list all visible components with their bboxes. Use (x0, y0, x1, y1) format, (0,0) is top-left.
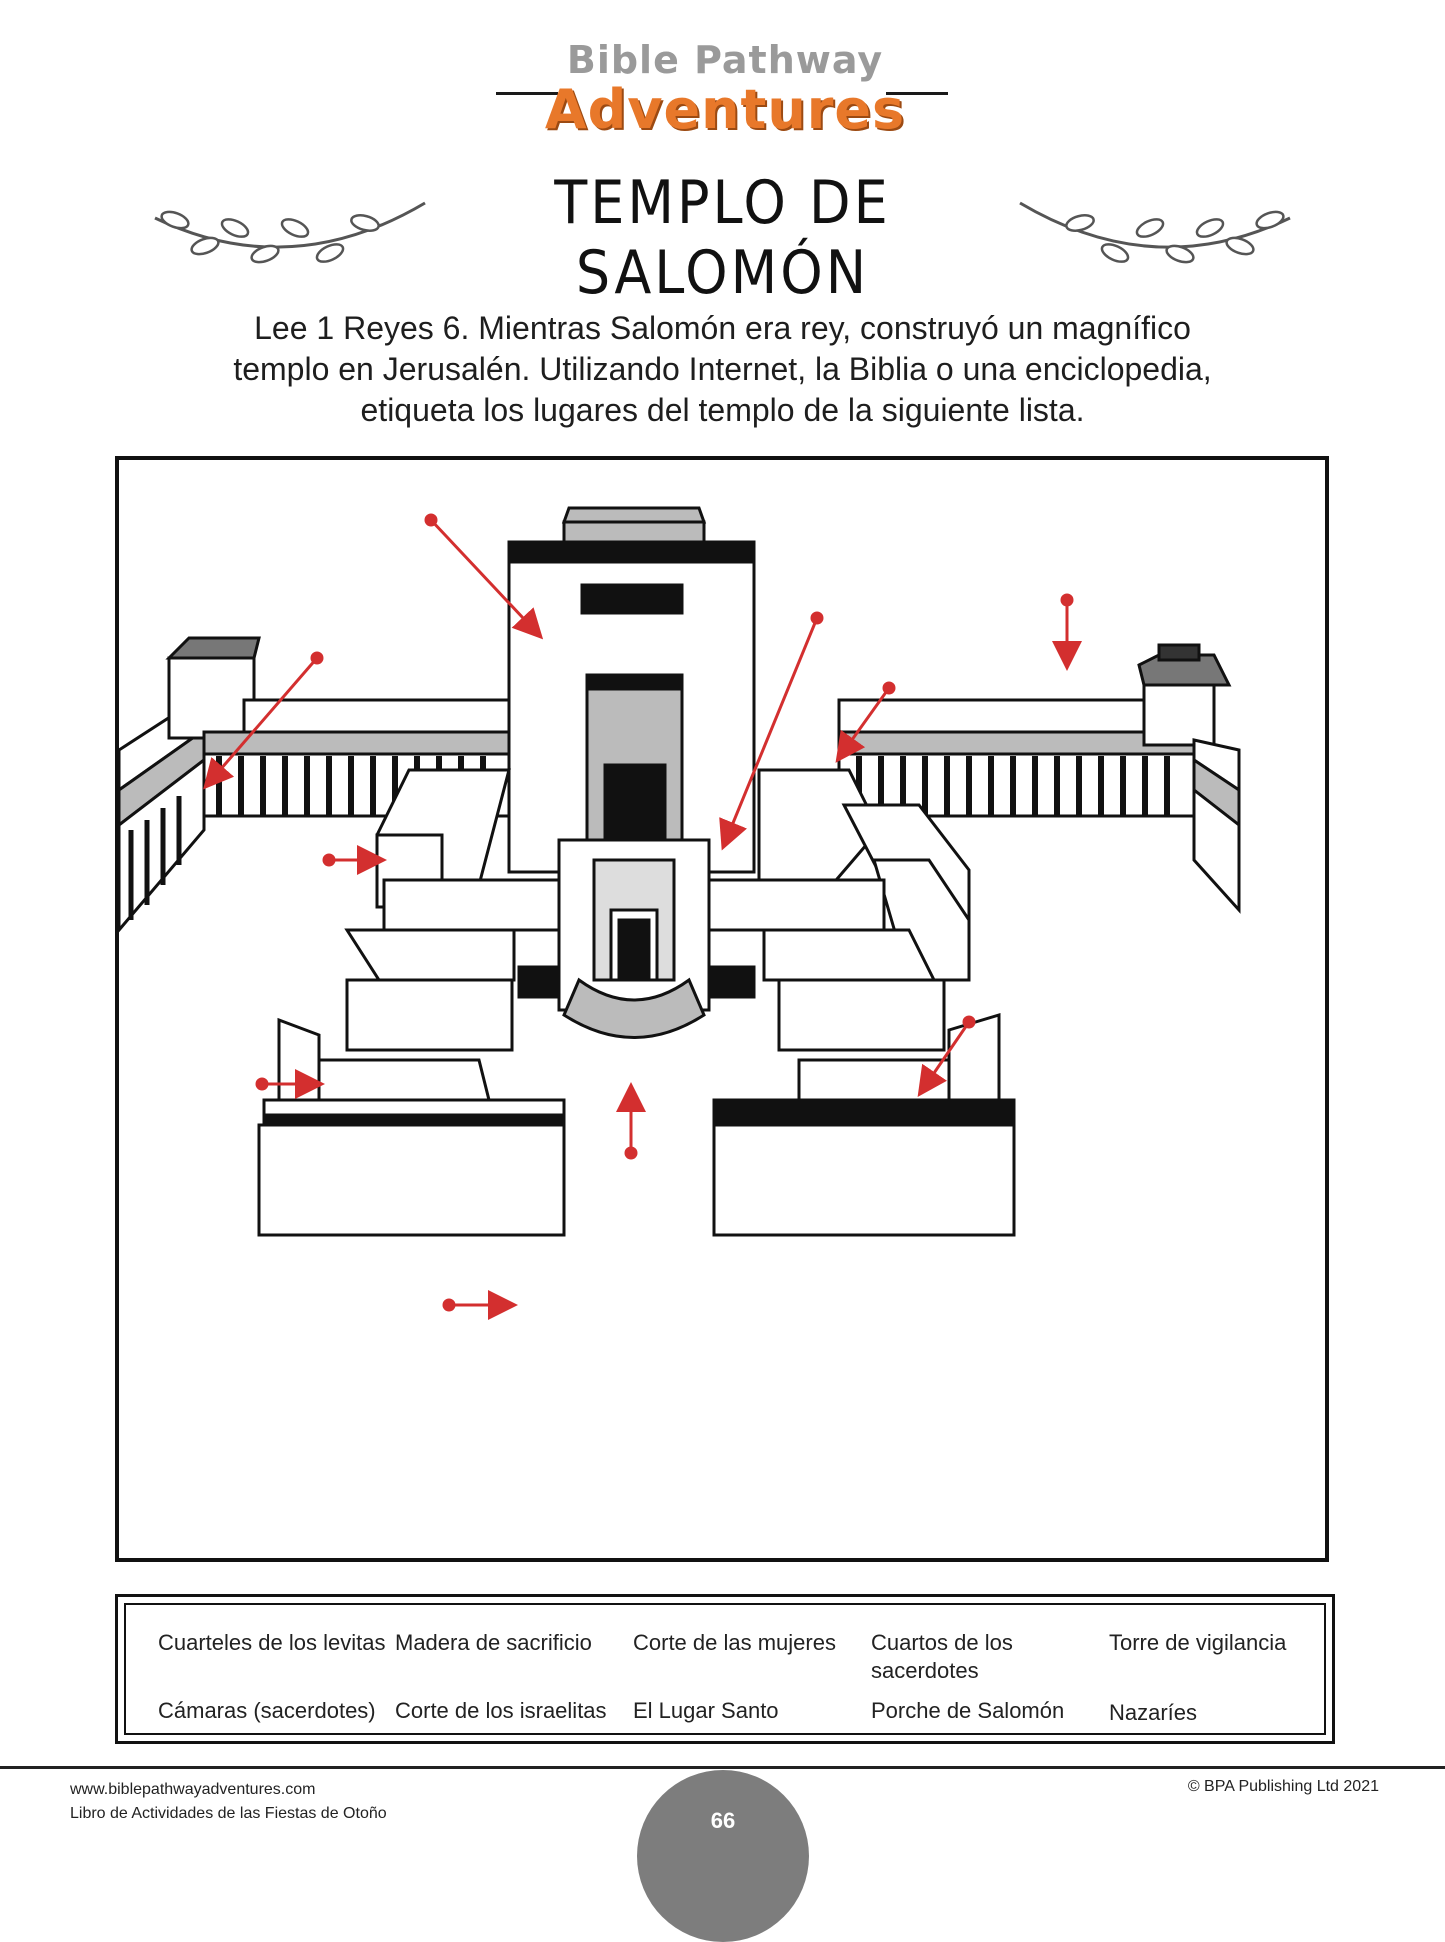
word-bank-item: Torre de vigilancia (1109, 1630, 1287, 1655)
instructions-line: Lee 1 Reyes 6. Mientras Salomón era rey,… (254, 310, 1191, 346)
word-bank-item: Corte de las mujeres (633, 1630, 836, 1655)
footer-rule (0, 1766, 1445, 1769)
left-vine-decoration (154, 201, 426, 264)
footer-left: www.biblepathwayadventures.com Libro de … (70, 1778, 387, 1826)
temple-illustration (119, 506, 1241, 1320)
word-bank-item: Cuartos de los sacerdotes (871, 1630, 1013, 1683)
word-bank-item: El Lugar Santo (633, 1698, 779, 1723)
footer-copyright: © BPA Publishing Ltd 2021 (1187, 1778, 1379, 1795)
right-vine-decoration (1019, 201, 1291, 264)
word-bank: Cuarteles de los levitas Madera de sacri… (115, 1594, 1335, 1744)
logo: Bible Pathway Adventures (490, 30, 960, 141)
temple-illustration-frame (115, 456, 1329, 1562)
logo-left-rule (496, 92, 558, 95)
word-bank-item: Porche de Salomón (871, 1698, 1065, 1723)
instructions-line: etiqueta los lugares del templo de la si… (360, 392, 1085, 428)
word-bank-item: Corte de los israelitas (395, 1698, 607, 1723)
word-bank-item: Cámaras (sacerdotes) (158, 1698, 376, 1723)
word-bank-inner-border (124, 1603, 1326, 1735)
instructions-line: templo en Jerusalén. Utilizando Internet… (233, 351, 1212, 387)
page-number-badge: 66 (637, 1770, 809, 1942)
footer-url: www.biblepathwayadventures.com (70, 1781, 316, 1798)
logo-top-text: Bible Pathway (566, 38, 884, 82)
instructions: Lee 1 Reyes 6. Mientras Salomón era rey,… (180, 308, 1265, 431)
word-bank-item: Madera de sacrificio (395, 1630, 592, 1655)
page-title: TEMPLO DE SALOMÓN (554, 168, 891, 308)
footer-book-title: Libro de Actividades de las Fiestas de O… (70, 1805, 387, 1822)
logo-main-text: Adventures (544, 78, 906, 141)
word-bank-item: Cuarteles de los levitas (158, 1630, 386, 1655)
page-number: 66 (710, 1808, 736, 1833)
word-bank-item: Nazaríes (1109, 1700, 1198, 1725)
logo-right-rule (886, 92, 948, 95)
